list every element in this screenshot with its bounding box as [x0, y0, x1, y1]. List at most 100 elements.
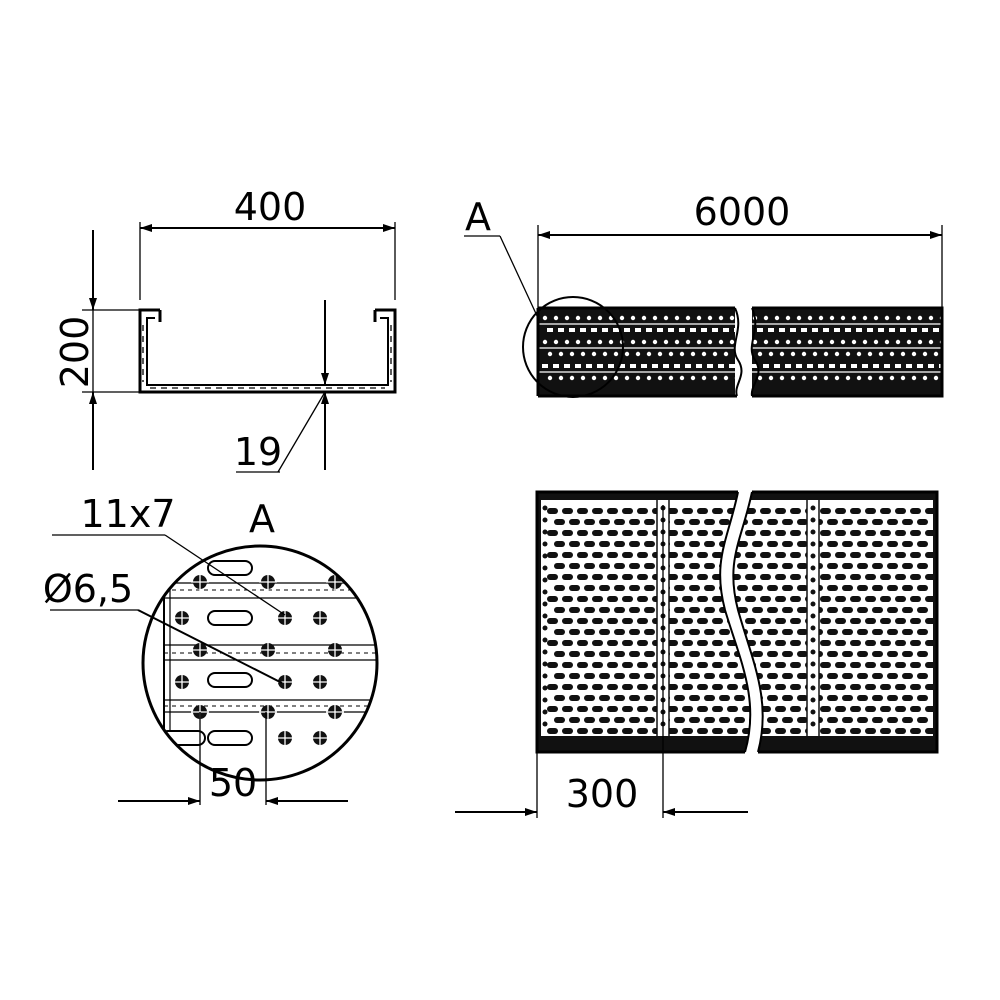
- plan-slot: [827, 541, 838, 547]
- side-hole: [928, 315, 934, 321]
- plan-base: [537, 736, 751, 752]
- plan-slot: [760, 552, 771, 558]
- side-hole: [840, 315, 846, 321]
- plan-slot: [577, 530, 588, 536]
- plan-slot: [614, 695, 625, 701]
- side-slot: [911, 328, 917, 332]
- plan-slot: [592, 596, 603, 602]
- side-hole: [917, 339, 923, 345]
- plan-slot: [682, 508, 693, 514]
- plan-divider-hole: [810, 505, 816, 511]
- plan-slot: [857, 519, 868, 525]
- side-hole: [723, 375, 729, 381]
- plan-slot: [607, 662, 618, 668]
- plan-slot: [760, 618, 771, 624]
- plan-slot: [782, 717, 793, 723]
- side-slot: [690, 328, 696, 332]
- plan-slot: [622, 618, 633, 624]
- side-slot: [829, 364, 835, 368]
- plan-slot: [790, 706, 801, 712]
- plan-slot: [622, 574, 633, 580]
- plan-edge-hole: [542, 541, 548, 547]
- plan-slot: [820, 596, 831, 602]
- plan-slot: [547, 618, 558, 624]
- dim-label-6000: 6000: [694, 190, 791, 234]
- plan-edge-hole: [542, 517, 548, 523]
- side-hole: [796, 315, 802, 321]
- plan-slot: [569, 717, 580, 723]
- plan-slot: [790, 508, 801, 514]
- plan-slot: [697, 728, 708, 734]
- plan-slot: [895, 552, 906, 558]
- side-hole: [763, 315, 769, 321]
- detail-hole-cross: [326, 641, 344, 659]
- plan-slot: [797, 541, 808, 547]
- plan-slot: [760, 596, 771, 602]
- plan-slot: [820, 662, 831, 668]
- side-hole: [701, 375, 707, 381]
- plan-slot: [820, 552, 831, 558]
- plan-slot: [637, 530, 648, 536]
- plan-slot: [712, 662, 723, 668]
- side-hole: [646, 351, 652, 357]
- side-hole: [785, 315, 791, 321]
- side-slot: [707, 364, 713, 368]
- side-panel-left: [538, 308, 735, 396]
- side-hole: [829, 315, 835, 321]
- side-hole: [785, 339, 791, 345]
- plan-slot: [857, 629, 868, 635]
- side-panel-outline: [536, 306, 944, 398]
- plan-slot: [607, 574, 618, 580]
- plan-slot: [790, 530, 801, 536]
- side-hole: [873, 339, 879, 345]
- side-hole: [757, 351, 763, 357]
- side-hole: [834, 351, 840, 357]
- plan-edge-hole: [542, 589, 548, 595]
- plan-edge-hole: [726, 590, 731, 595]
- side-hole: [663, 315, 669, 321]
- plan-slot: [857, 717, 868, 723]
- plan-slot: [790, 728, 801, 734]
- side-slot: [917, 364, 923, 368]
- plan-slot: [752, 629, 763, 635]
- plan-slot: [577, 662, 588, 668]
- plan-slot: [629, 563, 640, 569]
- plan-edge-hole: [542, 685, 548, 691]
- side-hole: [895, 315, 901, 321]
- plan-slot: [827, 563, 838, 569]
- plan-slot: [842, 695, 853, 701]
- plan-slot: [622, 596, 633, 602]
- plan-slot: [674, 541, 685, 547]
- side-hole: [553, 315, 559, 321]
- side-hole: [602, 351, 608, 357]
- side-hole: [801, 375, 807, 381]
- plan-slot: [902, 651, 913, 657]
- plan-slot: [689, 673, 700, 679]
- plan-slot: [629, 695, 640, 701]
- plan-slot: [697, 640, 708, 646]
- plan-slot: [599, 563, 610, 569]
- side-hole: [818, 339, 824, 345]
- plan-slot: [925, 552, 936, 558]
- side-hole: [674, 339, 680, 345]
- plan-slot: [577, 706, 588, 712]
- plan-slot: [577, 640, 588, 646]
- plan-slot: [592, 574, 603, 580]
- plan-slot: [599, 607, 610, 613]
- side-hole: [547, 351, 553, 357]
- plan-slot: [547, 530, 558, 536]
- plan-slot: [547, 596, 558, 602]
- plan-slot: [712, 684, 723, 690]
- plan-slot: [562, 684, 573, 690]
- detail-marker-a: A: [465, 195, 491, 239]
- side-slot: [586, 364, 592, 368]
- plan-slot: [910, 728, 921, 734]
- plan-slot: [607, 552, 618, 558]
- plan-slot: [607, 618, 618, 624]
- plan-slot: [554, 717, 565, 723]
- plan-slot: [782, 695, 793, 701]
- plan-slot: [910, 640, 921, 646]
- plan-slot: [704, 717, 715, 723]
- plan-slot: [902, 717, 913, 723]
